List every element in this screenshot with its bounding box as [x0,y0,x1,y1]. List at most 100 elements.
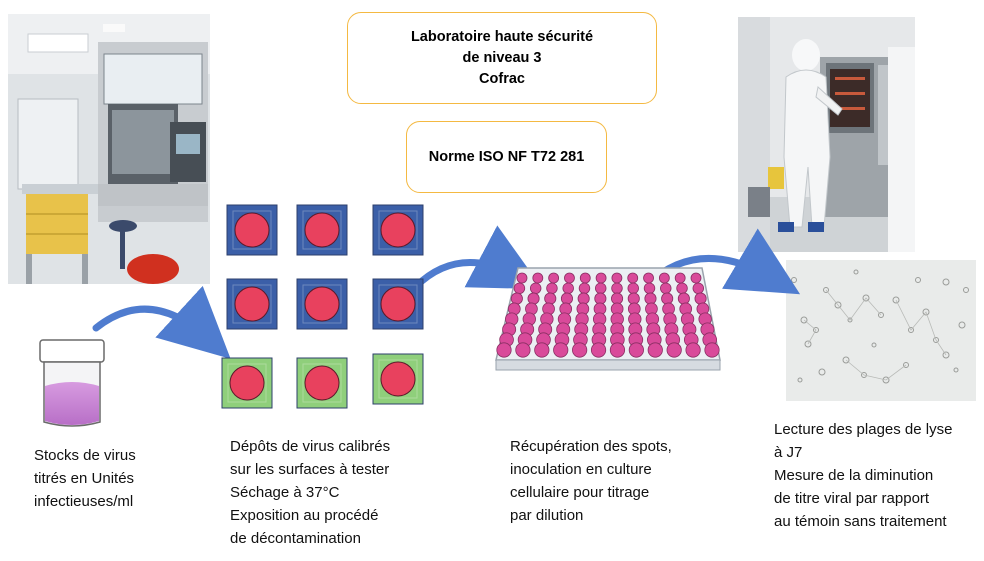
virus-spot [234,286,270,322]
plate-well [674,272,686,284]
plate-well [660,282,672,294]
plate-well [627,282,639,294]
plate-well [685,342,701,358]
lab-safety-cabinet-photo [8,14,210,284]
virus-spot [229,365,265,401]
plate-well [666,342,682,358]
plate-well [690,272,702,284]
plate-well [579,272,591,284]
plate-well [515,342,531,358]
plate-well [577,292,590,305]
surface-tile [372,278,424,330]
step-2-caption: Dépôts de virus calibrés sur les surface… [230,435,390,550]
surface-tile [296,204,348,256]
plate-well [496,342,512,358]
step-3-caption: Récupération des spots, inoculation en c… [510,435,672,527]
step-2-line: Séchage à 37°C [230,484,340,501]
virus-stock-jar-icon [39,339,105,427]
plate-well [611,272,623,284]
lab-title-line-1: Laboratoire haute sécurité [410,28,594,45]
plate-well [594,292,607,305]
plate-well [590,342,607,358]
step-2-line: de décontamination [230,530,361,547]
plate-well [564,272,575,284]
step-1-line: titrés en Unités [34,470,135,487]
virus-spot [304,212,340,248]
surface-tile [221,357,273,409]
step-3-line: cellulaire pour titrage [510,484,650,501]
surface-tile [226,278,278,330]
plate-well [572,342,588,358]
step-2-line: Exposition au procédé [230,507,379,524]
plate-well [661,292,674,305]
plate-well [704,342,720,358]
plate-well [560,292,573,305]
plate-well [595,282,607,294]
plate-well [647,342,663,358]
plate-well [644,292,657,305]
step-4-line: à J7 [774,444,803,461]
plate-well [628,342,644,358]
iso-norm-box: Norme ISO NF T72 281 [406,121,607,193]
plate-well [677,292,690,305]
lab-title-line-2: de niveau 3 [462,49,542,66]
iso-norm-label: Norme ISO NF T72 281 [428,148,585,165]
surface-tile [296,278,348,330]
step-3-line: Récupération des spots, [510,438,672,455]
plate-well [516,272,528,284]
surface-tile [372,204,424,256]
plate-well [627,292,640,305]
step-4-line: au témoin sans traitement [774,513,947,530]
step-1-line: infectieuses/ml [34,493,134,510]
lab-title-line-3: Cofrac [479,70,525,87]
plate-well [513,282,526,294]
step-2-line: Dépôts de virus calibrés [230,438,391,455]
plate-well [510,292,523,305]
plate-well [627,272,639,284]
virus-spot [380,361,416,397]
plate-well [553,342,569,358]
well-plate-icon [495,267,721,371]
plate-well [609,342,626,358]
virus-spot [380,212,416,248]
surface-tile [296,357,348,409]
plate-well [595,272,607,284]
plate-well [694,292,707,305]
surface-tile-grid [221,204,424,409]
step-3-line: inoculation en culture [510,461,652,478]
plate-well [658,272,670,284]
plate-well [544,292,557,305]
virus-spot [234,212,270,248]
plate-well [562,282,574,294]
surface-tile [226,204,278,256]
step-4-caption: Lecture des plages de lyse à J7 Mesure d… [774,418,952,533]
cell-culture-microscopy-photo [786,260,976,401]
plate-well [676,282,688,294]
step-1-line: Stocks de virus [34,447,136,464]
step-4-line: de titre viral par rapport [774,490,930,507]
virus-spot [380,286,416,322]
plate-well [643,282,656,294]
virus-spot [304,365,340,401]
plate-well [548,272,560,284]
surface-tile [372,353,424,405]
step-3-line: par dilution [510,507,584,524]
step-4-line: Lecture des plages de lyse [774,421,953,438]
plate-well [643,272,654,284]
step-1-caption: Stocks de virus titrés en Unités infecti… [34,444,136,513]
step-2-line: sur les surfaces à tester [230,461,390,478]
laboratory-title-box: Laboratoire haute sécurité de niveau 3 C… [347,12,657,104]
plate-well [546,282,558,294]
virus-spot [304,286,340,322]
plate-well [534,342,550,358]
plate-well [692,282,705,294]
arrow-stock-to-tiles [92,285,231,359]
plate-well [532,272,544,284]
step-4-line: Mesure de la diminution [774,467,934,484]
plate-well [611,282,623,294]
plate-well [527,292,540,305]
plate-well [578,282,591,294]
plate-well [611,292,624,305]
plate-well [529,282,542,294]
